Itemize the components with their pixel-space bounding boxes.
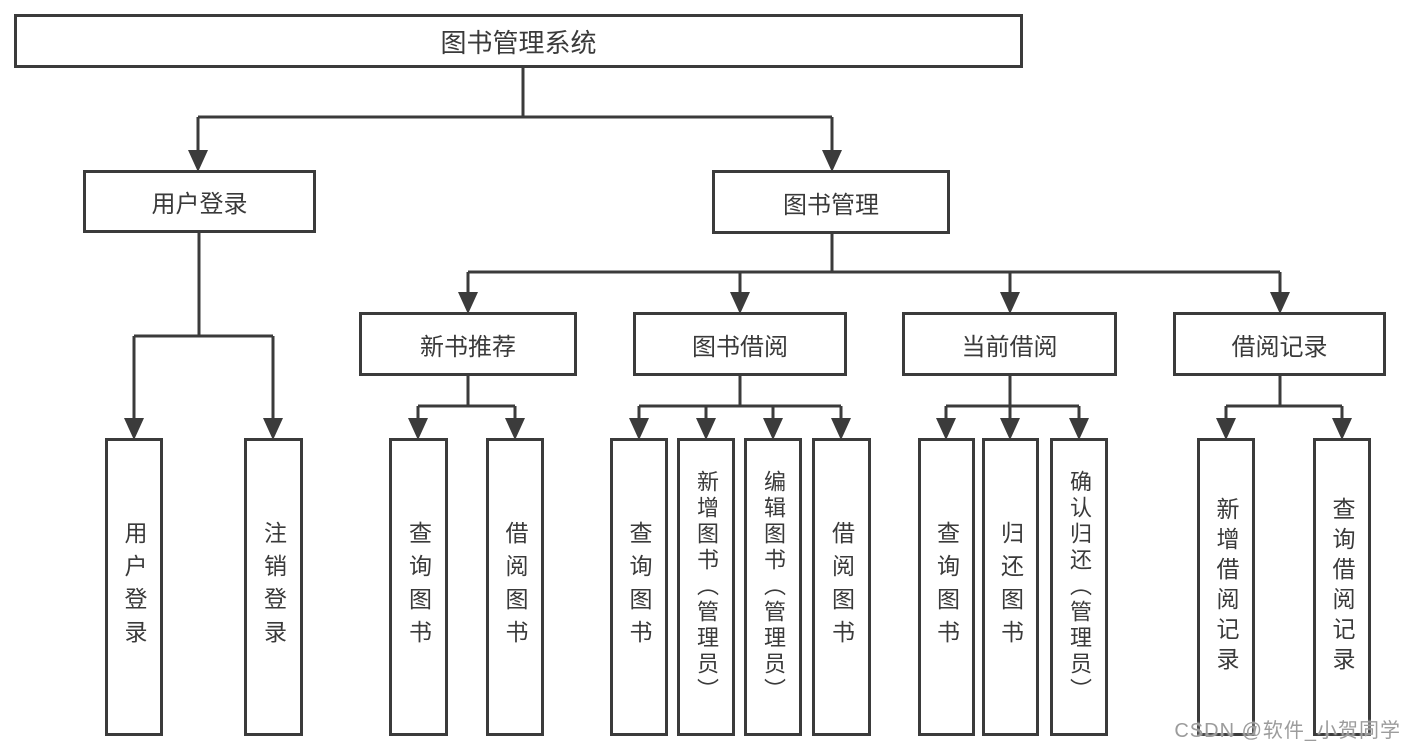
leaf-query-book-2: 查询图书: [610, 438, 668, 736]
leaf-return-book-label: 归还图书: [997, 521, 1024, 653]
leaf-query-book-1: 查询图书: [389, 438, 448, 736]
leaf-borrow-book-2-label: 借阅图书: [828, 521, 855, 653]
leaf-query-borrow-record: 查询借阅记录: [1313, 438, 1371, 736]
node-new-book-recommend-label: 新书推荐: [420, 333, 516, 361]
leaf-user-login-label: 用户登录: [121, 521, 147, 653]
connector-borrow-records: [1216, 376, 1352, 440]
leaf-confirm-return-admin-label: 确认归还（管理员）: [1067, 470, 1092, 704]
node-new-book-recommend: 新书推荐: [359, 312, 577, 376]
leaf-query-book-3-label: 查询图书: [933, 521, 960, 653]
connector-root: [188, 68, 842, 172]
leaf-borrow-book-1-label: 借阅图书: [502, 521, 528, 653]
leaf-add-book-admin: 新增图书（管理员）: [677, 438, 735, 736]
leaf-return-book: 归还图书: [982, 438, 1039, 736]
connector-book-borrow: [629, 376, 851, 440]
leaf-borrow-book-2: 借阅图书: [812, 438, 871, 736]
node-root-system: 图书管理系统: [14, 14, 1023, 68]
connector-new-book: [408, 376, 525, 440]
node-book-management: 图书管理: [712, 170, 950, 234]
node-current-borrow: 当前借阅: [902, 312, 1117, 376]
leaf-query-book-1-label: 查询图书: [405, 521, 432, 653]
leaf-add-borrow-record: 新增借阅记录: [1197, 438, 1255, 736]
node-book-borrow: 图书借阅: [633, 312, 847, 376]
leaf-query-borrow-record-label: 查询借阅记录: [1329, 497, 1355, 677]
leaf-edit-book-admin: 编辑图书（管理员）: [744, 438, 802, 736]
leaf-query-book-3: 查询图书: [918, 438, 975, 736]
connector-current-borrow: [936, 376, 1089, 440]
connector-user-login: [124, 233, 283, 440]
node-book-borrow-label: 图书借阅: [692, 333, 788, 361]
node-current-borrow-label: 当前借阅: [961, 333, 1058, 361]
leaf-confirm-return-admin: 确认归还（管理员）: [1050, 438, 1108, 736]
node-borrow-records: 借阅记录: [1173, 312, 1386, 376]
connector-book-mgmt: [458, 234, 1290, 314]
leaf-add-borrow-record-label: 新增借阅记录: [1213, 497, 1239, 677]
node-user-login: 用户登录: [83, 170, 316, 233]
leaf-logout-label: 注销登录: [260, 521, 287, 653]
leaf-borrow-book-1: 借阅图书: [486, 438, 544, 736]
node-user-login-label: 用户登录: [151, 191, 248, 218]
leaf-logout: 注销登录: [244, 438, 303, 736]
csdn-watermark: CSDN @软件_小贺同学: [1174, 720, 1401, 742]
node-book-management-label: 图书管理: [783, 191, 879, 219]
node-root-label: 图书管理系统: [440, 27, 597, 58]
leaf-add-book-admin-label: 新增图书（管理员）: [694, 470, 719, 704]
leaf-user-login: 用户登录: [105, 438, 163, 736]
node-borrow-records-label: 借阅记录: [1231, 333, 1328, 361]
leaf-edit-book-admin-label: 编辑图书（管理员）: [761, 470, 786, 704]
leaf-query-book-2-label: 查询图书: [626, 521, 652, 653]
